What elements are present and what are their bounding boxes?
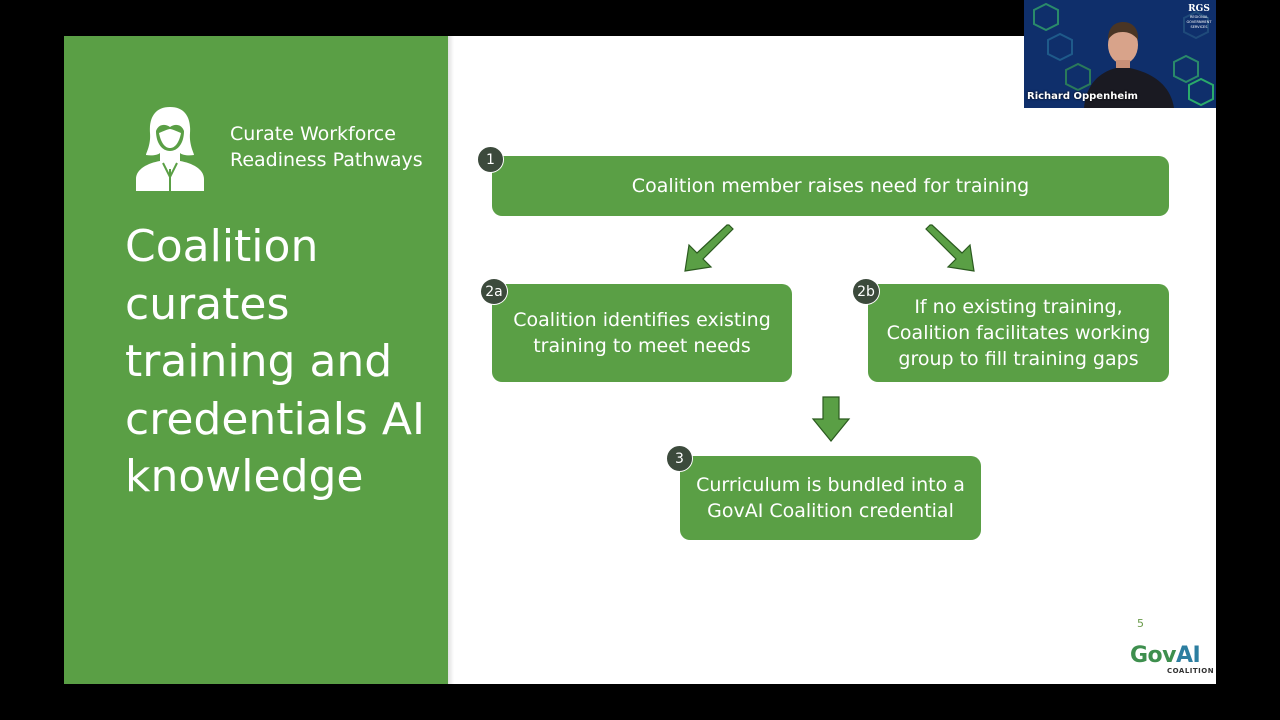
step-2a-box: Coalition identifies existing training t…	[492, 284, 792, 382]
participant-video-tile[interactable]: RGS REGIONAL GOVERNMENT SERVICES Richard…	[1024, 0, 1216, 108]
participant-name: Richard Oppenheim	[1027, 91, 1138, 102]
section-title: Curate Workforce Readiness Pathways	[230, 123, 423, 171]
person-silhouette	[1084, 22, 1174, 108]
step-3-badge: 3	[666, 445, 693, 472]
rgs-logo: RGS REGIONAL GOVERNMENT SERVICES	[1186, 4, 1212, 29]
govai-coalition-logo: GovAI COALITION	[1130, 643, 1215, 675]
step-2b-badge: 2b	[852, 278, 880, 305]
arrow-down-icon	[811, 396, 851, 442]
video-background-hexagons	[1033, 2, 1214, 107]
step-1-badge: 1	[477, 146, 504, 173]
presentation-slide: Curate Workforce Readiness Pathways Coal…	[64, 36, 1216, 684]
step-3-box: Curriculum is bundled into a GovAI Coali…	[680, 456, 981, 540]
arrow-down-left-icon	[684, 224, 734, 272]
page-number: 5	[1137, 617, 1144, 630]
step-2a-badge: 2a	[480, 278, 508, 305]
step-1-box: Coalition member raises need for trainin…	[492, 156, 1169, 216]
left-panel: Curate Workforce Readiness Pathways Coal…	[64, 36, 454, 684]
slide-headline: Coalition curates training and credentia…	[125, 221, 425, 502]
arrow-down-right-icon	[925, 224, 975, 272]
person-icon	[136, 107, 204, 191]
step-2b-box: If no existing training, Coalition facil…	[868, 284, 1169, 382]
